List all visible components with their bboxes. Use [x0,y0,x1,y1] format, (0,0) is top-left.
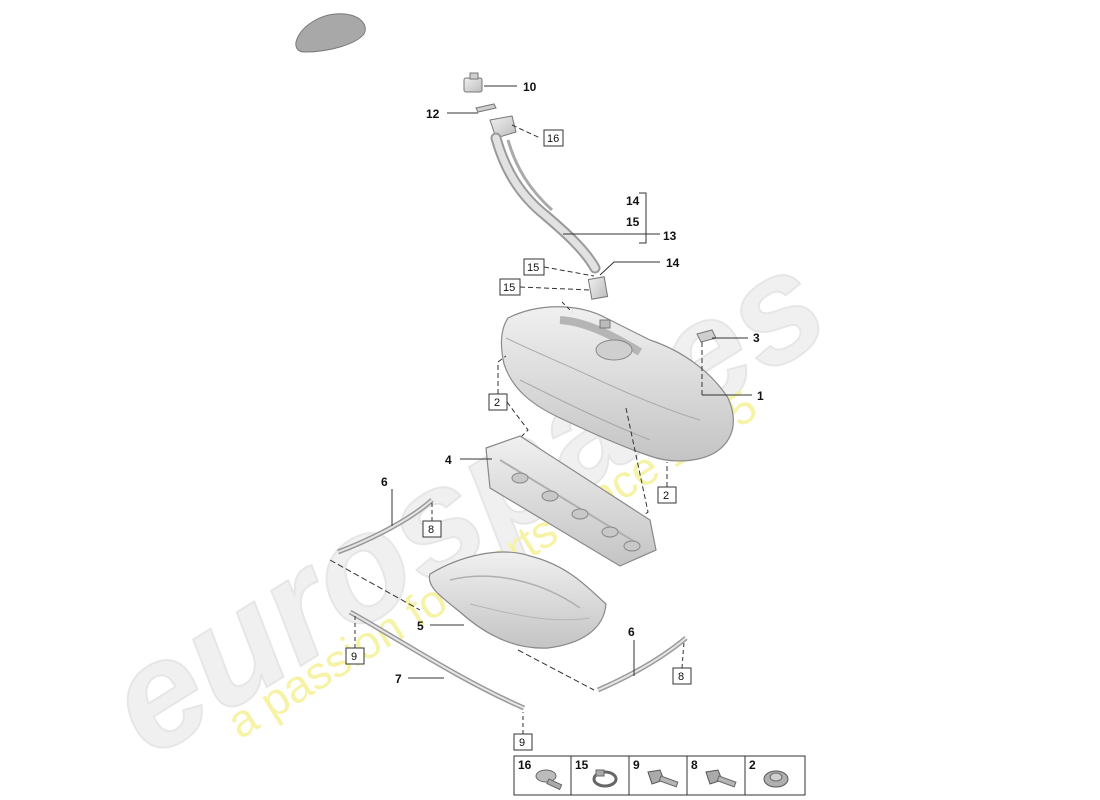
hose-clamp-icon [592,769,618,788]
callout-7: 7 [395,672,402,686]
callout-6b: 6 [628,625,635,639]
part-4-support-frame [485,435,657,567]
flange-bolt-icon [647,769,679,788]
boxed-ref-9a-label: 9 [351,651,357,663]
callout-12: 12 [426,107,440,121]
boxed-ref-15a-label: 15 [527,262,539,274]
callout-14a: 14 [626,194,640,208]
callout-14b: 14 [666,256,680,270]
hardware-strip: 16 15 9 8 2 [513,755,806,796]
callout-3: 3 [753,331,760,345]
flange-nut-icon [763,770,789,788]
watermark-brand: eurospares [78,216,853,787]
hardware-label-8: 8 [691,758,698,772]
boxed-ref-8a-label: 8 [428,524,434,536]
part-13-filler-neck [489,115,609,300]
boxed-ref-8b-label: 8 [678,671,684,683]
part-12-clip [475,103,497,113]
callout-15a: 15 [626,215,640,229]
watermark: eurospares a passion for parts since 198… [77,215,854,788]
car-silhouette-icon [295,13,366,53]
flange-bolt-icon [705,769,737,788]
callout-1: 1 [757,389,764,403]
boxed-ref-9b-label: 9 [519,737,525,749]
part-5-skid-plate [428,551,607,649]
boxed-ref-15b-label: 15 [503,282,515,294]
boxed-ref-16-label: 16 [547,133,559,145]
callout-10: 10 [523,80,537,94]
callout-4: 4 [445,453,452,467]
callout-6a: 6 [381,475,388,489]
callout-13: 13 [663,229,677,243]
hardware-label-2: 2 [749,758,756,772]
callout-5: 5 [417,619,424,633]
boxed-ref-16 [543,129,564,147]
part-1-fuel-tank [500,306,734,462]
hardware-label-15: 15 [575,758,589,772]
boxed-ref-2a-label: 2 [494,397,500,409]
bolt-washer-icon [535,769,563,791]
boxed-ref-2b-label: 2 [663,490,669,502]
hardware-label-16: 16 [518,758,532,772]
hardware-label-9: 9 [633,758,640,772]
part-10-sensor [463,72,483,93]
